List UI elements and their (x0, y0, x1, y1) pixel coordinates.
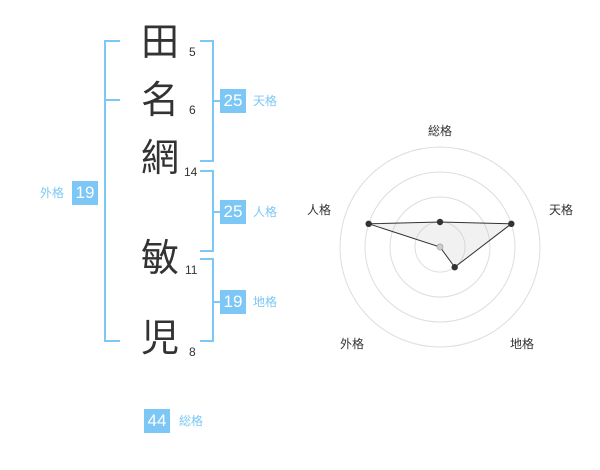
radar-ring (364, 171, 516, 323)
stroke-count-4: 11 (185, 263, 198, 277)
tenkaku-label: 天格 (253, 94, 278, 108)
radar-point-2 (508, 220, 515, 228)
gaikaku-mid-tick (104, 99, 120, 101)
radar-label-tenkaku: 天格 (549, 203, 574, 217)
name-character-4: 敏 (140, 236, 179, 280)
gaikaku-bracket (104, 40, 120, 342)
radar-point-1 (436, 218, 444, 226)
gaikaku-badge: 19 (72, 181, 98, 205)
chikaku-connector (212, 301, 220, 303)
chikaku-label: 地格 (253, 295, 278, 309)
stroke-count-2: 6 (189, 103, 196, 117)
chikaku-badge: 19 (220, 290, 246, 314)
jinkaku-badge: 25 (220, 200, 246, 224)
tenkaku-badge: 25 (220, 89, 246, 113)
radar-label-jinkaku: 人格 (307, 203, 332, 217)
chikaku-bracket (200, 258, 214, 342)
soukaku-badge: 44 (144, 409, 170, 433)
radar-chart (339, 146, 541, 348)
name-character-2: 名 (140, 78, 179, 122)
stroke-count-5: 8 (189, 345, 196, 359)
stroke-count-3: 14 (184, 165, 198, 179)
stroke-count-1: 5 (189, 45, 196, 59)
name-character-5: 児 (140, 316, 179, 360)
jinkaku-label: 人格 (253, 205, 278, 219)
radar-center-dot (437, 244, 443, 250)
name-character-3: 網 (140, 136, 179, 180)
radar-label-soukaku: 総格 (428, 124, 453, 138)
name-character-1: 田 (140, 20, 179, 64)
gaikaku-label: 外格 (40, 186, 65, 200)
radar-point-5 (365, 220, 372, 228)
radar-label-chikaku: 地格 (510, 337, 535, 351)
radar-ring (339, 146, 541, 348)
radar-ring (389, 196, 491, 298)
jinkaku-connector (212, 211, 220, 213)
radar-label-gaikaku: 外格 (340, 337, 365, 351)
radar-point-3 (451, 264, 458, 271)
soukaku-label: 総格 (179, 414, 204, 428)
tenkaku-connector (212, 100, 220, 102)
